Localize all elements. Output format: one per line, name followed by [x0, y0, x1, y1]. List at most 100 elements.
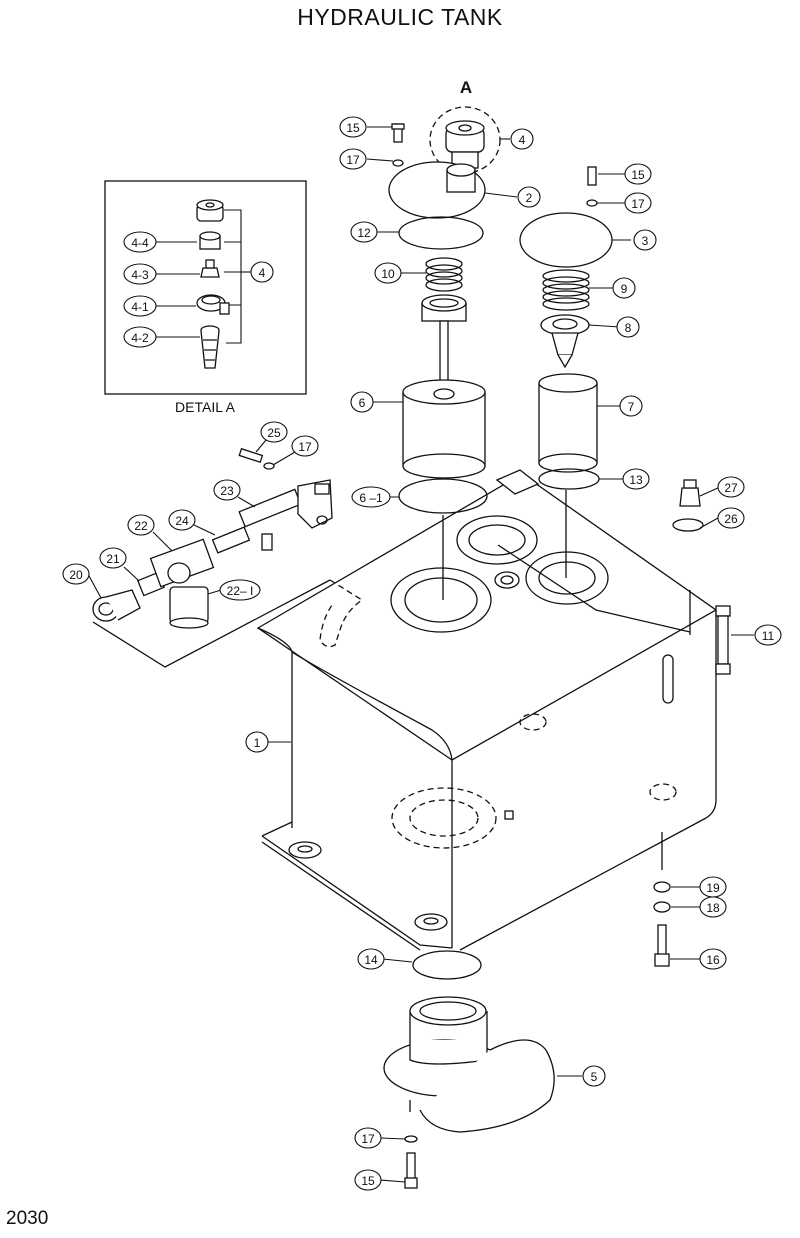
svg-text:27: 27	[724, 481, 738, 495]
svg-text:5: 5	[591, 1070, 598, 1084]
callout-15-top: 15	[339, 116, 367, 138]
callout-8: 8	[616, 316, 640, 338]
svg-text:20: 20	[69, 568, 83, 582]
svg-text:23: 23	[220, 484, 234, 498]
callout-17-left: 17	[291, 435, 319, 457]
callout-7: 7	[619, 395, 643, 417]
callout-9: 9	[612, 277, 636, 299]
callout-22: 22	[127, 514, 155, 536]
svg-text:13: 13	[629, 473, 643, 487]
svg-text:7: 7	[628, 400, 635, 414]
detail-strainer-part	[200, 325, 220, 369]
callout-20: 20	[62, 563, 90, 585]
callout-5: 5	[582, 1065, 606, 1087]
callout-10: 10	[374, 262, 402, 284]
callout-4-2: 4-2	[123, 326, 157, 348]
callout-21: 21	[99, 547, 127, 569]
callout-25: 25	[260, 421, 288, 443]
page-title: HYDRAULIC TANK	[297, 4, 503, 30]
callout-17-right: 17	[624, 192, 652, 214]
callout-4-detail: 4	[250, 261, 274, 283]
detail-a-title: DETAIL A	[175, 399, 236, 415]
svg-text:2: 2	[526, 191, 533, 205]
level-gauge-11	[715, 605, 731, 675]
oring-18	[653, 901, 671, 913]
svg-text:15: 15	[346, 121, 360, 135]
svg-text:4: 4	[259, 266, 266, 280]
callout-4: 4	[510, 128, 534, 150]
callout-4-3: 4-3	[123, 263, 157, 285]
callout-15-bottom: 15	[354, 1169, 382, 1191]
breather-27	[672, 479, 704, 532]
svg-text:26: 26	[724, 512, 738, 526]
svg-text:4-1: 4-1	[131, 300, 149, 314]
svg-text:17: 17	[631, 197, 645, 211]
detail-marker-a: A	[460, 78, 472, 97]
svg-text:22– I: 22– I	[227, 584, 254, 598]
svg-text:24: 24	[175, 514, 189, 528]
page-number: 2030	[6, 1208, 49, 1229]
bolt-15-bottom	[404, 1152, 418, 1189]
svg-text:15: 15	[361, 1174, 375, 1188]
suction-filter-assembly	[519, 166, 613, 578]
return-line-assembly	[92, 447, 333, 668]
callout-4-4: 4-4	[123, 231, 157, 253]
callout-13: 13	[622, 468, 650, 490]
callout-1: 1	[245, 731, 269, 753]
detail-knob-part	[196, 199, 224, 222]
svg-text:8: 8	[625, 321, 632, 335]
callout-3: 3	[633, 229, 657, 251]
callout-17-bottom: 17	[354, 1127, 382, 1149]
callout-24: 24	[168, 509, 196, 531]
leader-lines	[87, 126, 754, 1183]
svg-text:16: 16	[706, 953, 720, 967]
svg-text:1: 1	[254, 736, 261, 750]
drain-plug-16	[654, 924, 670, 967]
cover-bolt-15	[391, 123, 405, 143]
callout-15-right: 15	[624, 163, 652, 185]
svg-text:22: 22	[134, 519, 148, 533]
spring-10	[425, 257, 463, 292]
svg-text:14: 14	[364, 953, 378, 967]
callout-11: 11	[754, 624, 782, 646]
tank-body	[256, 469, 718, 951]
detail-adapter-part	[196, 294, 230, 315]
washer-17	[392, 159, 404, 167]
callout-19: 19	[699, 876, 727, 898]
svg-text:3: 3	[642, 234, 649, 248]
svg-text:19: 19	[706, 881, 720, 895]
svg-text:9: 9	[621, 282, 628, 296]
svg-text:4-2: 4-2	[131, 331, 149, 345]
svg-text:12: 12	[357, 226, 371, 240]
washer-17-bottom	[404, 1135, 418, 1143]
svg-text:18: 18	[706, 901, 720, 915]
callout-14: 14	[357, 948, 385, 970]
svg-text:11: 11	[762, 629, 775, 643]
callout-4-1: 4-1	[123, 295, 157, 317]
oring-19	[653, 881, 671, 893]
detail-a-panel: DETAIL A	[104, 180, 307, 415]
callout-16: 16	[699, 948, 727, 970]
callout-2: 2	[517, 186, 541, 208]
detail-cap-part	[199, 231, 221, 250]
svg-text:6 –1: 6 –1	[359, 491, 383, 505]
callout-6-1: 6 –1	[351, 486, 391, 508]
svg-text:4-3: 4-3	[131, 268, 149, 282]
svg-text:17: 17	[298, 440, 312, 454]
spring-9	[542, 269, 590, 311]
callout-17-top: 17	[339, 148, 367, 170]
detail-valve-part	[200, 259, 220, 278]
svg-text:6: 6	[359, 396, 366, 410]
svg-text:15: 15	[631, 168, 645, 182]
callout-22-1: 22– I	[219, 579, 261, 601]
svg-text:17: 17	[361, 1132, 375, 1146]
callout-6: 6	[350, 391, 374, 413]
return-filter-6	[402, 294, 486, 479]
svg-text:17: 17	[346, 153, 360, 167]
svg-text:21: 21	[106, 552, 120, 566]
svg-text:4-4: 4-4	[131, 236, 149, 250]
callout-18: 18	[699, 896, 727, 918]
svg-text:4: 4	[519, 133, 526, 147]
callout-27: 27	[717, 476, 745, 498]
